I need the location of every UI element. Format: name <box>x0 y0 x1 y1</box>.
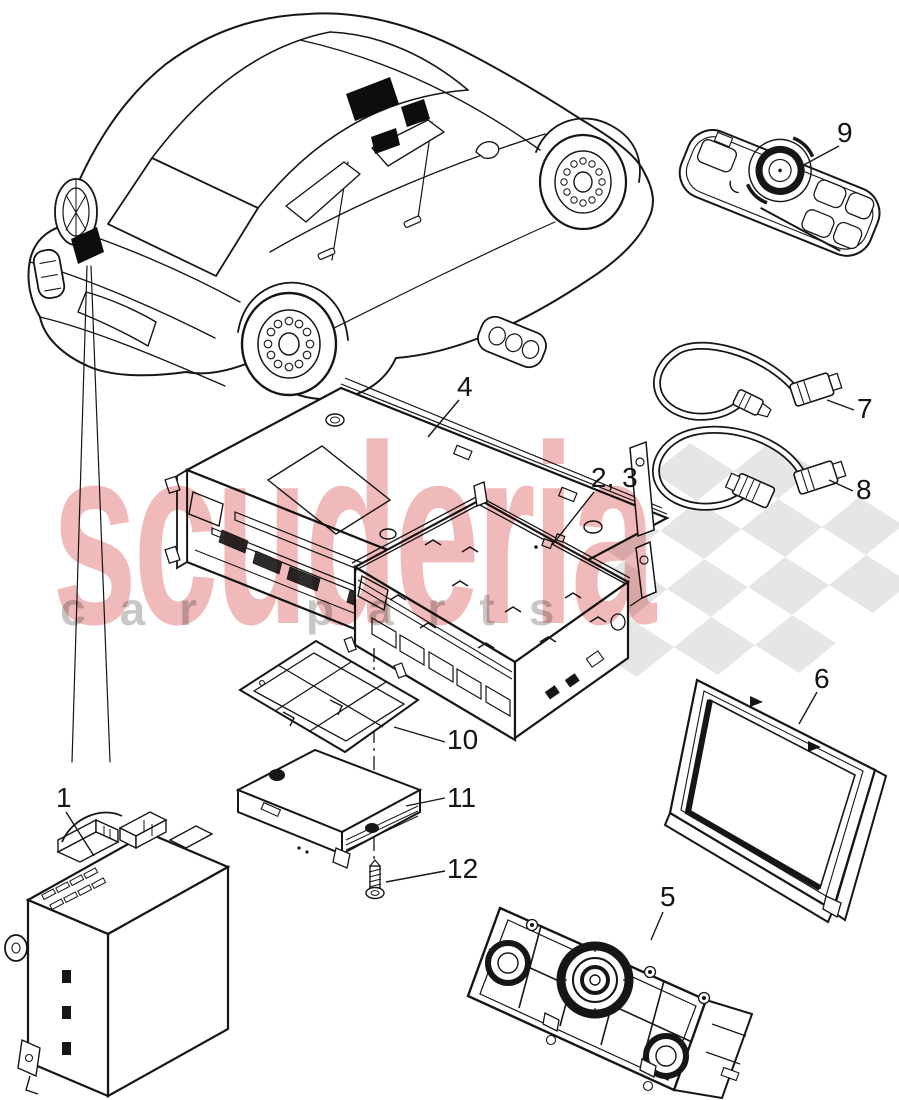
top-lid-seam <box>266 445 392 535</box>
callout-label-5: 5 <box>660 881 676 912</box>
callout-leader-lines <box>65 145 855 941</box>
callout-label-2-3: 2, 3 <box>591 462 638 493</box>
side-mirror <box>475 141 500 160</box>
location-pointer-lines <box>71 265 111 763</box>
callout-label-11: 11 <box>447 782 476 813</box>
control-panel <box>466 906 754 1100</box>
eject-button <box>188 491 224 527</box>
left-knob <box>485 940 531 986</box>
remote-dial <box>745 136 815 205</box>
callout-label-10: 10 <box>447 724 478 755</box>
top-connectors <box>56 811 214 863</box>
remote-groove <box>760 207 841 252</box>
callout-label-7: 7 <box>857 393 873 424</box>
mounting-ear <box>4 934 28 962</box>
callout-label-6: 6 <box>814 663 830 694</box>
cable-8-connector-b <box>724 472 776 509</box>
remote-control <box>678 129 881 257</box>
tail-light-left <box>32 248 66 300</box>
callout-label-9: 9 <box>837 117 853 148</box>
roof-module-marker-small <box>401 99 430 127</box>
mounting-rail <box>340 377 668 515</box>
cable-7-connector-a <box>789 372 843 407</box>
cable-7 <box>653 341 843 421</box>
door-handle <box>317 247 336 260</box>
hard-drive <box>235 748 423 869</box>
door-handle <box>403 215 422 228</box>
remote-upper-buttons <box>696 139 738 173</box>
corner-bracket <box>635 540 657 600</box>
callout-label-12: 12 <box>447 853 478 884</box>
amplifier-unit <box>4 811 231 1098</box>
mounting-tray <box>238 636 420 754</box>
callout-label-4: 4 <box>457 371 473 402</box>
callout-label-8: 8 <box>856 474 872 505</box>
cable-8 <box>652 425 847 511</box>
display-screen <box>663 678 888 924</box>
screw-hole <box>365 823 379 833</box>
roof-module-marker-lower <box>371 128 400 154</box>
alignment-arrow <box>808 741 821 752</box>
parcel-shelf-module-marker <box>71 227 104 264</box>
screw <box>365 859 385 900</box>
rear-wheel <box>237 281 349 397</box>
rear-windscreen <box>107 157 259 277</box>
mounting-rail-left <box>351 495 483 571</box>
tuner-unit <box>351 481 657 742</box>
front-buttons <box>371 616 511 718</box>
cable-7-connector-b <box>732 389 772 418</box>
alignment-arrow <box>750 696 763 707</box>
tail-light-right <box>477 315 547 369</box>
callout-label-1: 1 <box>56 782 72 813</box>
roof-module-marker <box>346 77 399 121</box>
center-knob <box>556 941 634 1019</box>
chassis-clips <box>389 539 607 649</box>
screen-shadow-edge <box>684 699 822 891</box>
vent-slots <box>41 867 107 911</box>
car-illustration <box>27 12 654 763</box>
remote-buttons <box>801 179 875 250</box>
callout-labels: 1 2, 3 4 5 6 7 8 9 10 11 12 <box>56 117 873 912</box>
mounting-bracket <box>629 440 655 538</box>
cable-8-connector-a <box>793 460 847 495</box>
front-wheel <box>535 117 641 231</box>
